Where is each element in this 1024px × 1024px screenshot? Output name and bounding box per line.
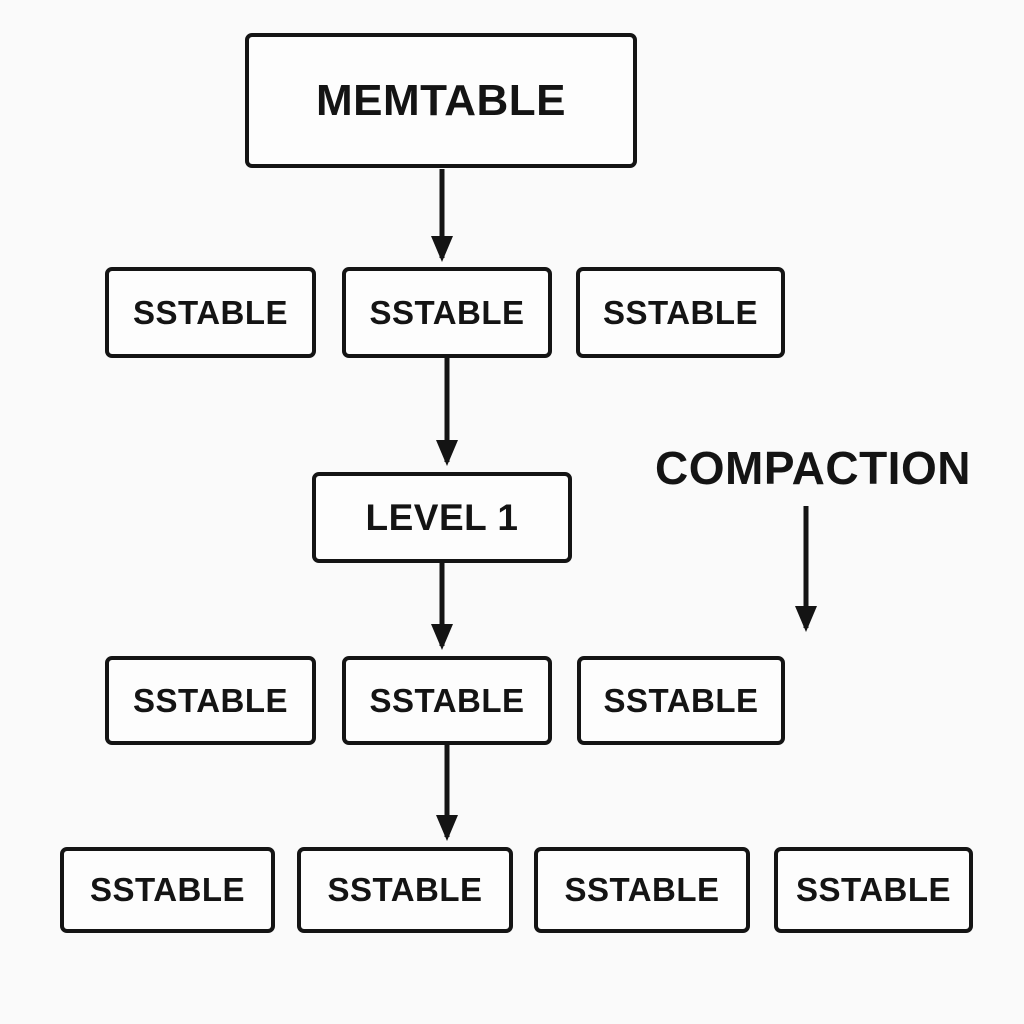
node-sstable-l0-c: SSTABLE — [576, 267, 785, 358]
node-sstable-label: SSTABLE — [327, 871, 483, 908]
node-sstable-l1-c: SSTABLE — [577, 656, 785, 745]
node-sstable-label: SSTABLE — [132, 293, 289, 331]
node-sstable-label: SSTABLE — [795, 871, 952, 908]
node-sstable-l2-c: SSTABLE — [534, 847, 750, 933]
node-sstable-l1-b: SSTABLE — [342, 656, 552, 745]
node-level1: LEVEL 1 — [312, 472, 572, 563]
node-sstable-l1-a: SSTABLE — [105, 656, 316, 745]
node-memtable-label: MEMTABLE — [315, 75, 567, 125]
node-sstable-label: SSTABLE — [603, 681, 759, 719]
node-sstable-label: SSTABLE — [602, 293, 759, 331]
node-sstable-l2-a: SSTABLE — [60, 847, 275, 933]
node-level1-label: LEVEL 1 — [365, 496, 519, 538]
node-sstable-label: SSTABLE — [132, 681, 289, 719]
node-sstable-l2-b: SSTABLE — [297, 847, 513, 933]
node-memtable: MEMTABLE — [245, 33, 637, 168]
node-sstable-label: SSTABLE — [564, 871, 720, 908]
node-sstable-label: SSTABLE — [369, 681, 525, 719]
node-sstable-l0-b: SSTABLE — [342, 267, 552, 358]
node-sstable-label: SSTABLE — [89, 871, 246, 908]
node-sstable-l2-d: SSTABLE — [774, 847, 973, 933]
node-sstable-l0-a: SSTABLE — [105, 267, 316, 358]
node-sstable-label: SSTABLE — [369, 293, 525, 331]
compaction-label: COMPACTION — [655, 442, 971, 494]
